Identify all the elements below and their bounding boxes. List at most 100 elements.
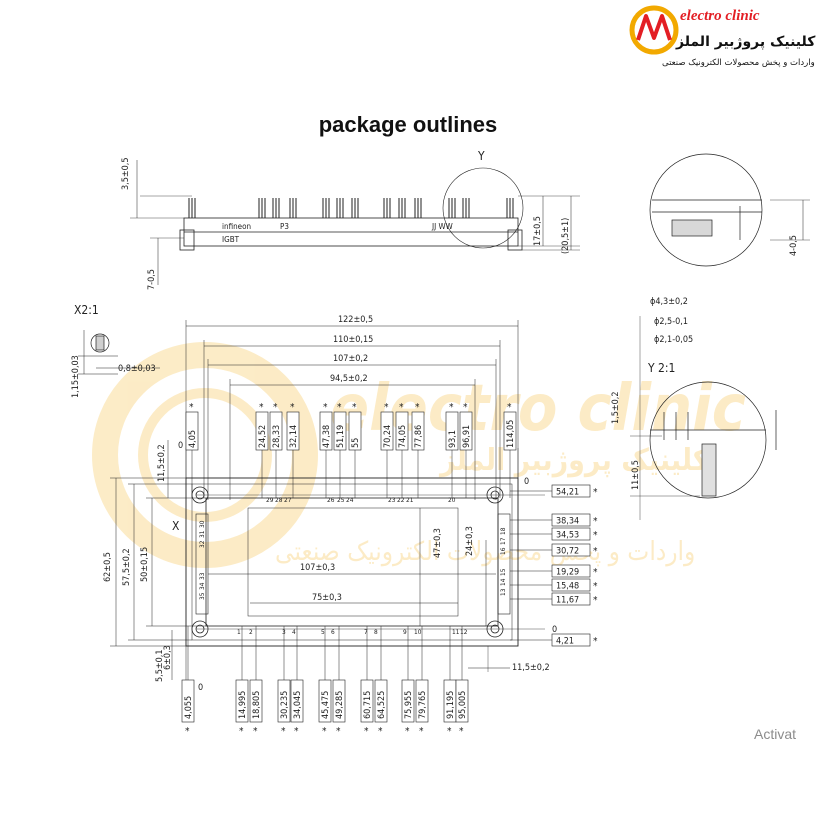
bottom-pin-star: * <box>364 726 369 737</box>
top-pin-dim-label: 32,14 <box>289 425 299 448</box>
dim-94-5: 94,5±0,2 <box>330 374 368 384</box>
detail-x-dim-0-8: 0,8±0,03 <box>118 364 156 374</box>
top-pin-star: * <box>189 402 194 413</box>
watermark-logo-mark <box>92 342 318 568</box>
top-pin-dim-label: 70,24 <box>383 425 393 448</box>
side-view <box>130 160 580 285</box>
pin-number-bottom: 11 <box>452 628 460 636</box>
top-pin-star: * <box>415 402 420 413</box>
top-pin-star: * <box>323 402 328 413</box>
pin-number-bottom: 5 <box>321 628 325 636</box>
right-dim-star: * <box>593 636 598 647</box>
pin-number-bottom: 1 <box>237 628 241 636</box>
logo-persian-name: کلینیک پروژبیر الملز <box>676 34 816 50</box>
dim-6: 6±0,3 <box>163 645 173 670</box>
top-pin-box <box>395 411 409 451</box>
bottom-pin-star: * <box>405 726 410 737</box>
bottom-pin-box <box>374 679 388 723</box>
detail-x-dim-1-15: 1,15±0,03 <box>71 355 81 398</box>
bottom-pin-dim-label: 18,805 <box>252 691 262 719</box>
bottom-pin-box <box>290 679 304 723</box>
pin-number-bottom: 6 <box>331 628 335 636</box>
top-pin-box <box>333 411 347 451</box>
left-dimension-lines <box>110 440 487 682</box>
zero-label-top-right: 0 <box>524 477 529 487</box>
side-type-marking: IGBT <box>222 235 240 244</box>
detail-y <box>630 316 777 520</box>
right-dim-box <box>551 543 591 557</box>
right-dim-label: 11,67 <box>556 596 579 606</box>
side-dim-20-5: (20,5±1) <box>561 218 571 254</box>
right-dim-star: * <box>593 516 598 527</box>
dim-11-5-bottom-right: 11,5±0,2 <box>512 663 550 673</box>
side-dim-7: 7-0,5 <box>147 269 157 290</box>
detail-y-labels: Y 2:1 ϕ4,3±0,2 ϕ2,5-0,1 ϕ2,1-0,05 1,5±0,… <box>611 297 693 490</box>
top-pin-dim-label: 24,52 <box>258 425 268 448</box>
activate-windows-overlay: Activat <box>754 726 797 742</box>
right-dim-label: 19,29 <box>556 568 579 578</box>
right-dim-star: * <box>593 581 598 592</box>
top-pin-star: * <box>290 402 295 413</box>
pin-number-bottom: 10 <box>414 628 422 636</box>
bottom-pin-dim-label: 91,195 <box>446 691 456 719</box>
top-pin-star: * <box>352 402 357 413</box>
bottom-pin-dim-label: 49,285 <box>335 691 345 719</box>
detail-x-title: X2:1 <box>74 303 99 317</box>
watermark-persian-tagline: واردات و پخش محصولات الکترونیک صنعتی <box>275 537 695 567</box>
top-pin-star: * <box>259 402 264 413</box>
pin-number-bottom: 8 <box>374 628 378 636</box>
pin-number-right: 14 <box>499 578 507 586</box>
right-dim-box <box>551 592 591 606</box>
page-title: package outlines <box>318 112 498 137</box>
top-pin-box <box>185 411 199 451</box>
bottom-pin-star: * <box>378 726 383 737</box>
pin-number-top: 22 <box>397 496 405 504</box>
top-pin-box <box>445 411 459 451</box>
dim-110: 110±0,15 <box>333 335 373 345</box>
zero-label-left: 0 <box>178 441 183 451</box>
detail-y-dim-11: 11±0,5 <box>631 460 641 490</box>
dim-11-5-left: 11,5±0,2 <box>157 444 167 482</box>
mounting-hole-br <box>486 620 504 638</box>
top-pin-dim-label: 74,05 <box>398 425 408 448</box>
top-pin-box <box>348 411 362 451</box>
top-pin-star: * <box>337 402 342 413</box>
bottom-pin-dim-label: 4,055 <box>184 696 194 719</box>
top-pin-dim-label: 4,05 <box>188 430 198 448</box>
detail-y-dim-phi-4-3: ϕ4,3±0,2 <box>650 297 688 307</box>
dim-107-inner: 107±0,3 <box>300 563 335 573</box>
dim-62: 62±0,5 <box>103 552 113 582</box>
dim-122: 122±0,5 <box>338 315 373 325</box>
pin-number-top: 20 <box>448 496 456 504</box>
side-view-labels: 3,5±0,5 7-0,5 17±0,5 (20,5±1) infineon P… <box>121 149 571 290</box>
right-pin-dimensions: 54,21*38,34*34,53*30,72*19,29*15,48*11,6… <box>510 484 598 647</box>
bottom-pin-box <box>249 679 263 723</box>
bottom-pin-box <box>415 679 429 723</box>
top-view-body <box>185 448 545 672</box>
pin-number-left: 35 <box>198 592 206 600</box>
top-pin-box <box>319 411 333 451</box>
right-dim-label: 34,53 <box>556 531 579 541</box>
bottom-pin-star: * <box>281 726 286 737</box>
pin-number-top: 28 <box>275 496 283 504</box>
bottom-pin-dim-label: 60,715 <box>363 691 373 719</box>
top-pin-star: * <box>449 402 454 413</box>
bottom-pin-dim-label: 30,235 <box>280 691 290 719</box>
right-dim-box <box>551 564 591 578</box>
bottom-pin-dim-label: 79,765 <box>418 691 428 719</box>
side-detail-label-y: Y <box>477 149 485 163</box>
top-pin-box <box>411 411 425 451</box>
top-pin-dim-label: 51,19 <box>336 425 346 448</box>
top-pin-dim-label: 47,38 <box>322 425 332 448</box>
top-pin-box <box>286 411 300 451</box>
bottom-pin-box <box>332 679 346 723</box>
dim-107: 107±0,2 <box>333 354 368 364</box>
bottom-pin-box <box>360 679 374 723</box>
top-pin-dim-label: 96,91 <box>462 425 472 448</box>
bottom-pin-star: * <box>239 726 244 737</box>
right-dim-star: * <box>593 567 598 578</box>
right-dim-box <box>551 527 591 541</box>
right-dim-label: 38,34 <box>556 517 579 527</box>
bottom-pin-star: * <box>253 726 258 737</box>
detail-dim-4: 4-0,5 <box>789 235 799 256</box>
